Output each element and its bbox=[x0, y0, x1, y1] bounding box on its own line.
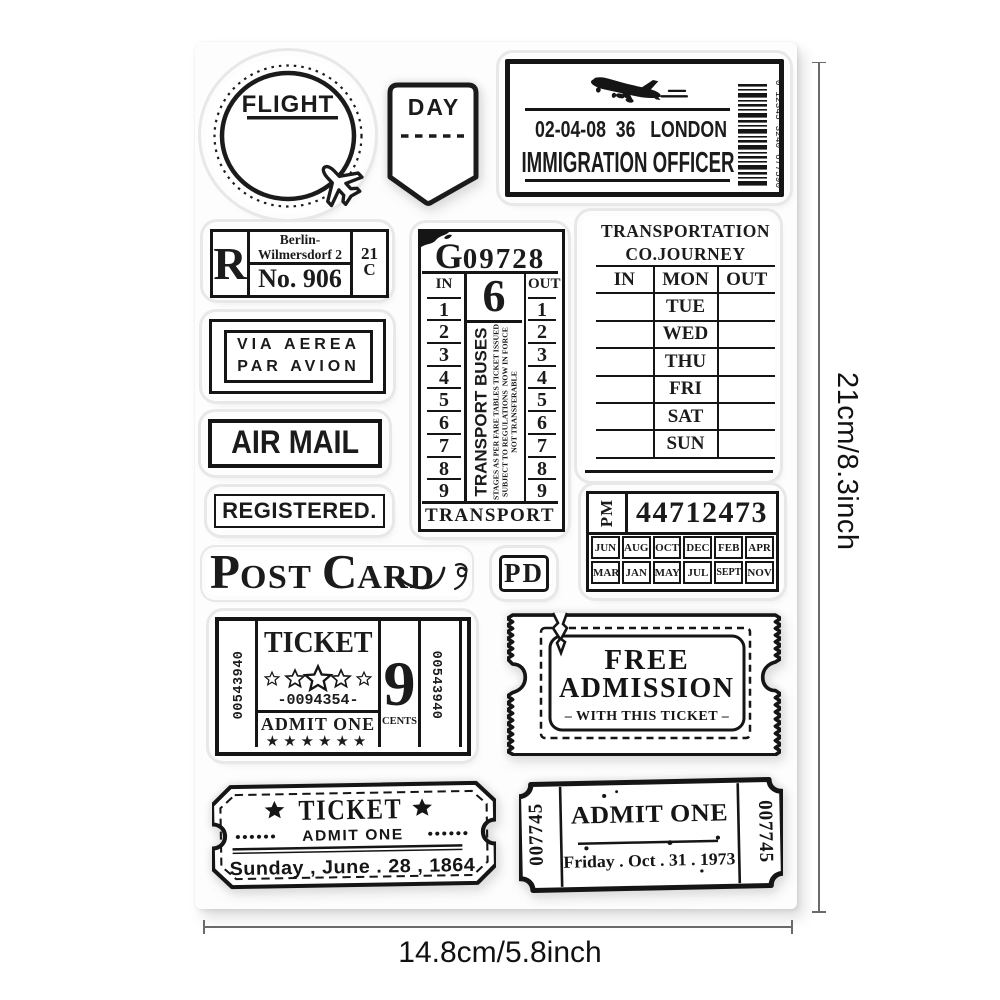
svg-text:0 12345 3240 677590: 0 12345 3240 677590 bbox=[773, 80, 780, 189]
svg-text:ADMIT ONE: ADMIT ONE bbox=[571, 798, 729, 830]
svg-text:FLIGHT: FLIGHT bbox=[242, 91, 335, 118]
svg-text:DAY: DAY bbox=[408, 94, 460, 120]
svg-text:02-04-08 36 LONDON: 02-04-08 36 LONDON bbox=[535, 116, 727, 142]
svg-text:FREE: FREE bbox=[604, 644, 689, 676]
svg-text:007745: 007745 bbox=[754, 800, 777, 863]
svg-text:TICKET: TICKET bbox=[298, 794, 403, 827]
svg-text:00543940: 00543940 bbox=[232, 651, 247, 720]
svg-text:– WITH THIS TICKET –: – WITH THIS TICKET – bbox=[564, 709, 730, 724]
svg-text:007745: 007745 bbox=[525, 803, 548, 866]
svg-text:ADMISSION: ADMISSION bbox=[559, 673, 735, 704]
svg-text:••••••: •••••• bbox=[427, 825, 469, 842]
svg-text:ADMIT ONE: ADMIT ONE bbox=[302, 826, 404, 844]
svg-text:Sunday , June . 28 , 1864: Sunday , June . 28 , 1864 bbox=[229, 854, 475, 880]
svg-text:••••••: •••••• bbox=[235, 829, 277, 846]
svg-text:IMMIGRATION OFFICER: IMMIGRATION OFFICER bbox=[522, 147, 735, 179]
svg-text:00543940: 00543940 bbox=[428, 651, 443, 720]
svg-text:Friday . Oct . 31 . 1973: Friday . Oct . 31 . 1973 bbox=[563, 850, 736, 872]
